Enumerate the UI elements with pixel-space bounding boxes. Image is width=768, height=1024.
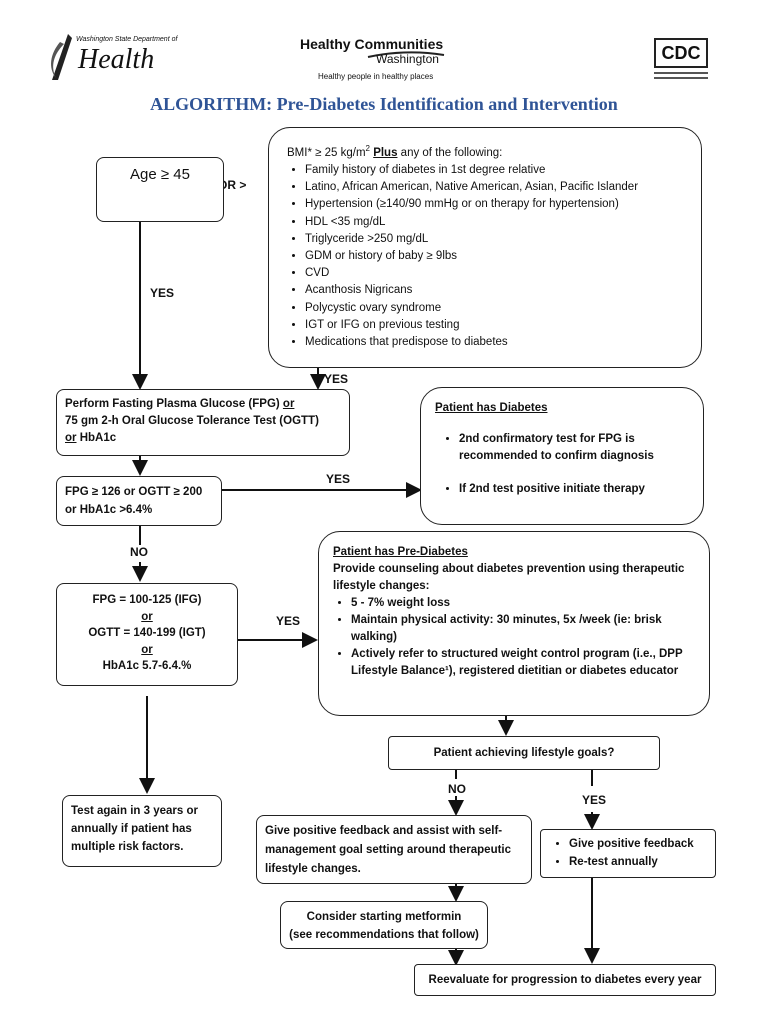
hc-logo-tagline: Healthy people in healthy places: [318, 72, 434, 81]
age-box-label: Age ≥ 45: [130, 166, 190, 183]
hc-logo-line2: Washington: [376, 52, 439, 66]
page-title: ALGORITHM: Pre-Diabetes Identification a…: [150, 94, 618, 114]
prediabetes-range-box: FPG = 100-125 (IFG) or OGTT = 140-199 (I…: [56, 583, 238, 686]
fpg-threshold-box: FPG ≥ 126 or OGTT ≥ 200 or HbA1c >6.4%: [56, 476, 222, 526]
or-label: OR >: [218, 178, 247, 192]
yes-label-bmi: YES: [324, 372, 349, 386]
list-item: Give positive feedback: [569, 835, 709, 853]
list-item: Latino, African American, Native America…: [305, 179, 691, 196]
yes-label-goals: YES: [582, 793, 607, 807]
health-logo-small: Washington State Department of: [76, 36, 178, 43]
bmi-criteria-box: BMI* ≥ 25 kg/m2 Plus any of the followin…: [268, 127, 702, 368]
reevaluate-box: Reevaluate for progression to diabetes e…: [414, 964, 716, 996]
list-item: Polycystic ovary syndrome: [305, 300, 691, 317]
list-item: Acanthosis Nigricans: [305, 282, 691, 299]
list-item: GDM or history of baby ≥ 9lbs: [305, 248, 691, 265]
perform-test-box: Perform Fasting Plasma Glucose (FPG) or …: [56, 389, 350, 456]
list-item: If 2nd test positive initiate therapy: [459, 481, 689, 498]
lifestyle-goals-box: Patient achieving lifestyle goals?: [388, 736, 660, 770]
no-label-goals: NO: [448, 782, 466, 796]
wa-health-logo: Washington State Department of Health: [46, 30, 177, 82]
list-item: Medications that predispose to diabetes: [305, 334, 691, 351]
yes-label-prediabetes: YES: [276, 614, 301, 628]
healthy-communities-logo: Healthy Communities Washington Healthy p…: [296, 36, 456, 86]
prediabetes-title: Patient has Pre-Diabetes: [333, 546, 468, 558]
patient-has-prediabetes-box: Patient has Pre-Diabetes Provide counsel…: [318, 531, 710, 716]
hc-swoosh-icon: [367, 51, 445, 58]
list-item: Maintain physical activity: 30 minutes, …: [351, 612, 695, 646]
health-logo-main: Health: [78, 44, 155, 75]
list-item: Hypertension (≥140/90 mmHg or on therapy…: [305, 196, 691, 213]
test-again-box: Test again in 3 years or annually if pat…: [62, 795, 222, 867]
bmi-criteria-list: Family history of diabetes in 1st degree…: [287, 162, 691, 351]
age-box: Age ≥ 45: [96, 157, 224, 222]
positive-feedback-assist-box: Give positive feedback and assist with s…: [256, 815, 532, 884]
list-item: Family history of diabetes in 1st degree…: [305, 162, 691, 179]
list-item: Re-test annually: [569, 853, 709, 871]
positive-feedback-box: Give positive feedback Re-test annually: [540, 829, 716, 878]
list-item: Actively refer to structured weight cont…: [351, 646, 695, 680]
list-item: 2nd confirmatory test for FPG is recomme…: [459, 431, 689, 465]
hc-logo-line1: Healthy Communities: [300, 36, 444, 52]
list-item: HDL <35 mg/dL: [305, 214, 691, 231]
yes-label-diabetes: YES: [326, 472, 351, 486]
yes-label-age: YES: [150, 286, 175, 300]
cdc-logo-text: CDC: [654, 38, 708, 68]
list-item: IGT or IFG on previous testing: [305, 317, 691, 334]
list-item: CVD: [305, 265, 691, 282]
metformin-box: Consider starting metformin (see recomme…: [280, 901, 488, 949]
diabetes-title: Patient has Diabetes: [435, 402, 548, 414]
patient-has-diabetes-box: Patient has Diabetes 2nd confirmatory te…: [420, 387, 704, 525]
list-item: 5 - 7% weight loss: [351, 595, 695, 612]
no-label-fpg: NO: [130, 545, 148, 559]
list-item: Triglyceride >250 mg/dL: [305, 231, 691, 248]
cdc-logo: CDC: [654, 38, 708, 82]
bmi-lead: BMI* ≥ 25 kg/m2 Plus any of the followin…: [287, 144, 503, 159]
health-logo-icon: [51, 34, 72, 80]
prediabetes-intro: Provide counseling about diabetes preven…: [333, 563, 685, 592]
